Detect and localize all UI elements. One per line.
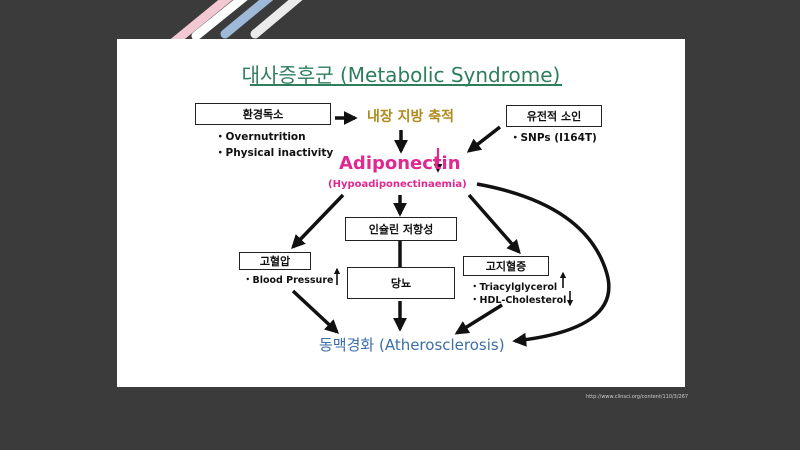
hypertension-label: 고혈압 bbox=[259, 255, 291, 268]
hypoadiponectinaemia-label: (Hypoadiponectinaemia) bbox=[328, 179, 467, 190]
arrow-adiponectin-to-lipid bbox=[467, 193, 521, 255]
slide: 대사증후군 (Metabolic Syndrome) bbox=[117, 39, 685, 387]
title-underline bbox=[250, 84, 562, 86]
env-toxin-label: 환경독소 bbox=[242, 108, 284, 121]
arrow-adiponectin-to-bp bbox=[291, 193, 345, 250]
arrow-genetic-to-adiponectin bbox=[466, 125, 502, 153]
visceral-fat-label: 내장 지방 축적 bbox=[367, 109, 455, 125]
diagram-arrows bbox=[291, 111, 611, 347]
source-url: http://www.clinsci.org/content/110/3/267 bbox=[586, 394, 689, 400]
insulin-resistance-label: 인슐린 저항성 bbox=[368, 223, 434, 236]
genetic-bullet: ・SNPs (I164T) bbox=[510, 132, 597, 144]
genetic-label: 유전적 소인 bbox=[526, 110, 582, 123]
diabetes-label: 당뇨 bbox=[390, 277, 412, 290]
env-toxin-box: 환경독소 bbox=[195, 103, 331, 125]
diabetes-box: 당뇨 bbox=[347, 267, 455, 299]
arrow-bp-to-athero bbox=[291, 289, 340, 334]
bp-bullet: ・Blood Pressure bbox=[243, 275, 334, 286]
arrow-adiponectin-curve-to-athero bbox=[476, 182, 611, 347]
adiponectin-label: Adiponectin bbox=[339, 153, 461, 174]
insulin-resistance-box: 인슐린 저항성 bbox=[345, 217, 457, 241]
slide-title: 대사증후군 (Metabolic Syndrome) bbox=[241, 63, 561, 87]
atherosclerosis-label: 동맥경화 (Atherosclerosis) bbox=[319, 336, 505, 354]
env-bullet: ・Overnutrition bbox=[215, 131, 306, 143]
arrow-lipid-to-athero bbox=[454, 303, 503, 335]
hyperlipidemia-box: 고지혈증 bbox=[463, 256, 549, 276]
hypertension-box: 고혈압 bbox=[239, 252, 311, 270]
hyperlipidemia-label: 고지혈증 bbox=[485, 260, 527, 273]
env-bullet: ・Physical inactivity bbox=[215, 147, 334, 159]
genetic-box: 유전적 소인 bbox=[506, 105, 602, 127]
lipid-bullet: ・Triacylglycerol bbox=[470, 282, 558, 293]
lipid-bullet: ・HDL-Cholesterol bbox=[470, 295, 567, 306]
